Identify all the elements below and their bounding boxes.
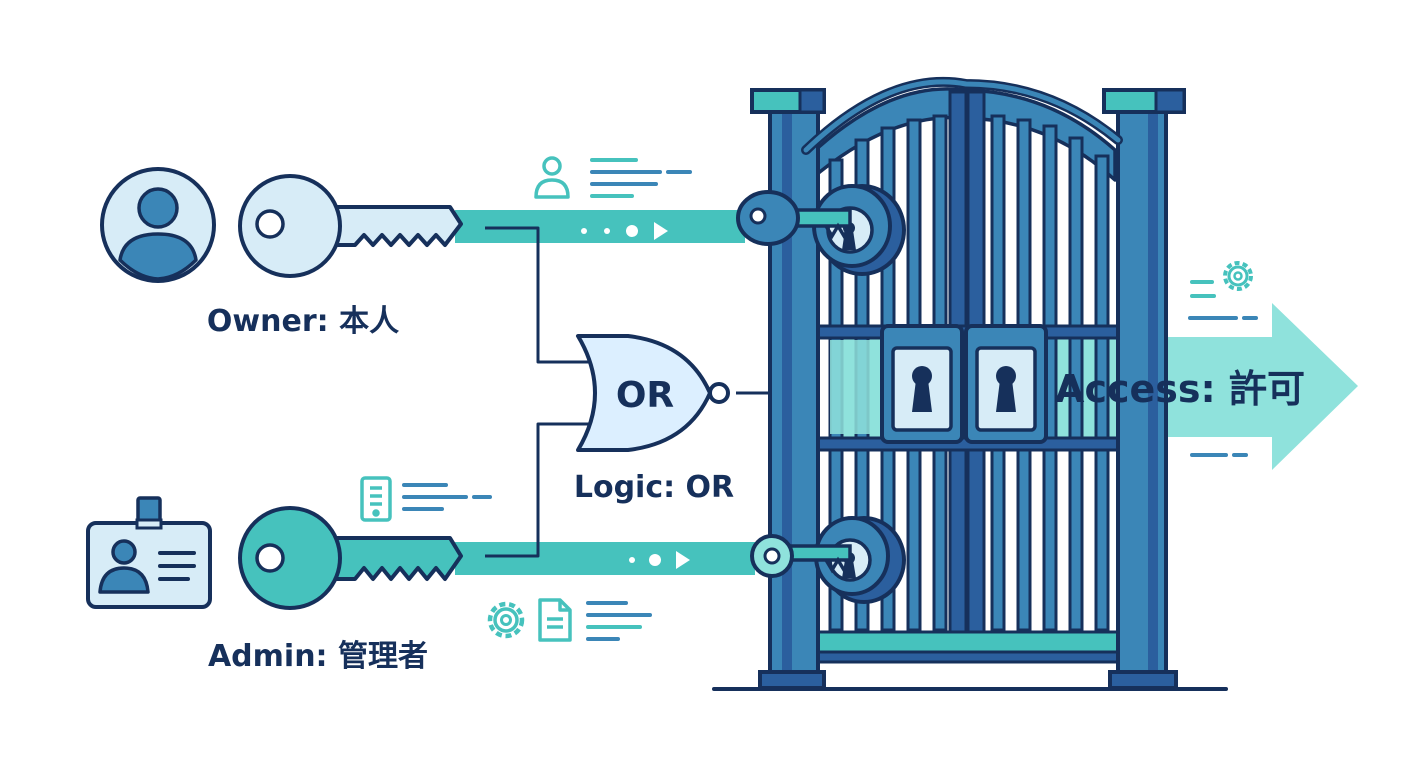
inserted-key-icon [750,534,852,578]
user-avatar-icon [100,167,216,283]
padlock-icon [880,324,964,444]
admin-label: Admin: 管理者 [208,639,428,674]
text-lines-icon [590,158,692,198]
logic-label: Logic: OR [574,470,734,505]
access-label: Access: 許可 [1055,367,1305,411]
inserted-key-icon [736,190,852,246]
or-gate-label: OR [616,375,674,416]
user-icon [534,156,570,199]
owner-key-icon [238,174,463,278]
owner-label: Owner: 本人 [207,304,399,339]
or-gate-icon [576,334,730,452]
beam-dots-top [581,222,668,240]
gear-icon [487,601,525,639]
admin-key-beam [455,542,755,575]
admin-key-icon [238,506,463,610]
gear-icon [1223,261,1253,291]
document-icon [538,598,572,642]
id-badge-icon [86,496,212,609]
text-lines-icon [586,601,652,641]
server-icon [360,476,392,522]
keyhole-icon [812,184,906,276]
gate-icon [712,76,1228,691]
beam-dots-bottom [629,551,690,569]
text-lines-icon [402,483,492,511]
padlock-icon [964,324,1048,444]
keyhole-icon [814,516,906,604]
